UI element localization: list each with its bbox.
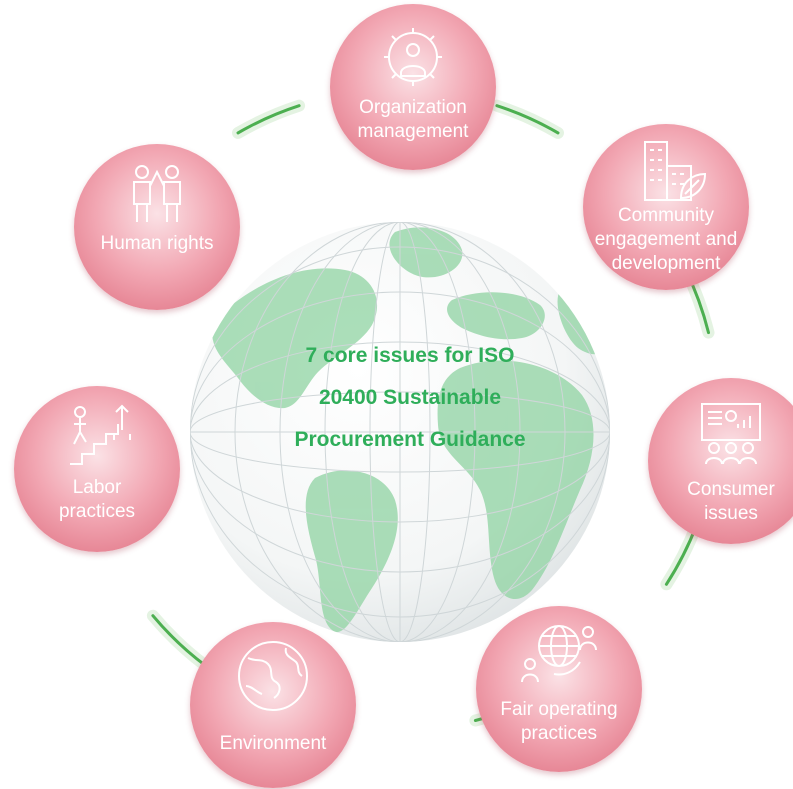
- node-environment: Environment: [190, 622, 356, 788]
- label-line: issues: [704, 503, 758, 524]
- title-line-3: Procurement Guidance: [294, 428, 526, 451]
- node-organization-management: Organization management: [330, 4, 496, 170]
- globe-handshake-icon: [521, 625, 597, 683]
- center-title: 7 core issues for ISO 20400 Sustainable …: [225, 335, 595, 461]
- node-label: Human rights: [74, 232, 240, 256]
- label-line: management: [357, 121, 469, 142]
- node-label: Fair operating practices: [476, 698, 642, 746]
- connector-arc: [495, 104, 560, 135]
- label-line: Community: [617, 205, 715, 226]
- node-label: Labor practices: [14, 476, 180, 524]
- connector-arc: [236, 104, 301, 135]
- label-line: development: [611, 253, 721, 274]
- node-human-rights: Human rights: [74, 144, 240, 310]
- label-line: engagement and: [594, 229, 738, 250]
- stairs-climb-icon: [70, 404, 131, 465]
- presentation-audience-icon: [701, 403, 761, 465]
- title-line-2: 20400 Sustainable: [318, 386, 502, 409]
- building-leaf-icon: [644, 141, 707, 201]
- label-line: Consumer: [687, 479, 775, 500]
- label-line: Environment: [219, 733, 327, 754]
- label-line: Organization: [359, 97, 467, 118]
- node-labor-practices: Labor practices: [14, 386, 180, 552]
- label-line: practices: [520, 723, 598, 744]
- node-label: Environment: [190, 732, 356, 756]
- label-line: Fair operating: [500, 699, 618, 720]
- node-label: Consumer issues: [648, 478, 793, 526]
- node-consumer-issues: Consumer issues: [648, 378, 793, 544]
- gear-person-icon: [384, 28, 442, 86]
- node-community-engagement: Community engagement and development: [583, 124, 749, 290]
- node-label: Community engagement and development: [583, 204, 749, 276]
- people-holding-hands-icon: [133, 165, 181, 222]
- label-line: Human rights: [100, 233, 214, 254]
- node-label: Organization management: [330, 96, 496, 144]
- label-line: practices: [58, 501, 136, 522]
- node-fair-operating-practices: Fair operating practices: [476, 606, 642, 772]
- title-line-1: 7 core issues for ISO: [305, 344, 515, 367]
- label-line: Labor: [72, 477, 122, 498]
- earth-icon: [238, 641, 308, 711]
